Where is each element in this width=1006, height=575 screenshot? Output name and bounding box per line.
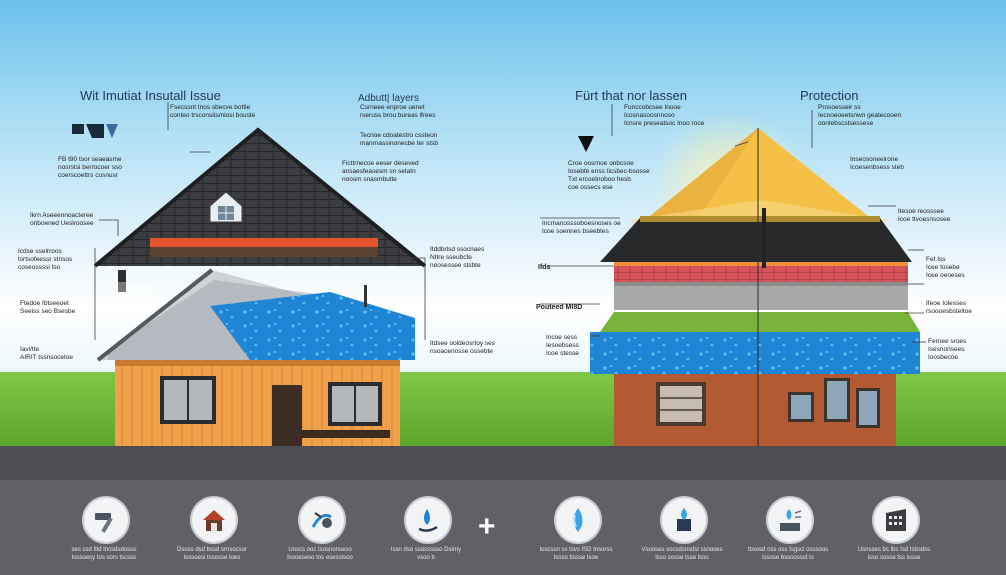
left-door — [272, 385, 302, 446]
right-label-9: Ifeoe Iolesses rsoooesbsteltoe — [926, 300, 972, 315]
shield-drop-icon — [660, 496, 708, 544]
left-roof-batten — [150, 247, 378, 257]
concrete-layer — [614, 282, 908, 310]
left-roof-edge — [93, 127, 427, 268]
left-label-1: Fsecssnt tnos sbecve bottle conteo trsco… — [170, 104, 256, 119]
right-label-10: Pouteed MI8D — [536, 304, 583, 311]
green-membrane — [600, 312, 920, 332]
plus-sign: + — [478, 510, 496, 543]
right-label-12: Fernee sroes Isesnonsees Ioosbecoe — [928, 338, 967, 361]
right-label-7: Ifds — [538, 264, 551, 271]
left-label-10: Itddbrlsd ssocnaes NItre sseubcte neoses… — [430, 246, 485, 269]
left-label-7: Icdse sselrroos tsrtsofeessr stnsos cose… — [18, 248, 73, 271]
water-drop-icon — [554, 496, 602, 544]
house-illustration — [72, 102, 926, 446]
icon-caption-1: ses ssd Itid Incsdsdosos lsosoesy tos so… — [71, 547, 137, 561]
left-leader-lines — [94, 102, 426, 340]
icon-caption-4: Issn dso ssossssso Dsirny vsoo b — [390, 547, 462, 561]
left-subheading: Adbutt| layers — [358, 93, 419, 104]
icon-band — [0, 480, 1006, 575]
hammer-icon — [82, 496, 130, 544]
right-subheading: Protection — [800, 88, 859, 103]
right-label-1: Funccobcsee Inooe Icosnasoosnnoso Icnsre… — [624, 104, 705, 127]
right-label-6: Itesoe reosssee Icoe ttvoesnsosee — [898, 208, 951, 223]
right-leader-lines — [540, 104, 926, 343]
left-water-membrane — [210, 292, 415, 360]
right-label-4: Inseosoneeirone Icoesenbsess steb — [850, 156, 904, 171]
right-label-5: Incmanosssoboesnoses oe Icoe soennes bse… — [542, 220, 621, 235]
icon-caption-3: Uoscs ooc tsosnonseso Isooeseso tos eses… — [287, 547, 353, 561]
left-label-11: Itdsee ooldeosrtoy ses nsoacenosse osseb… — [430, 340, 496, 355]
warning-marker-icon — [578, 136, 594, 152]
left-label-4: Ficttrnecoe eeser deseved ansaesfeasesm … — [342, 160, 419, 183]
road-strip — [0, 446, 1006, 480]
left-chimney — [118, 270, 126, 292]
left-roof-underlay-red — [150, 238, 378, 247]
icon-caption-5: Ioscssn ss tsvs ISD Insorss lsoso bssse … — [539, 547, 613, 561]
left-label-5: FB t90 tsor seaeasme nosrstsi berrocoer … — [58, 156, 122, 179]
left-house — [93, 127, 427, 446]
icon-caption-7: Ibsosd oss oss Isgscl osssoos lssose bss… — [747, 547, 829, 561]
icon-caption-6: Vsooses socsdsnsdsl ssnoses lsso sosse t… — [641, 547, 723, 561]
right-house — [590, 110, 920, 446]
right-label-8: Fet Iss Icee tosebe Icee oeoeses — [926, 256, 965, 279]
left-label-6: Ikrn Aseeennoacteree oriboened Ueslroose… — [30, 212, 94, 227]
water-hand-icon — [404, 496, 452, 544]
icon-caption-2: Dsoss dsd bssd srnsocsor lsosoesi tssoss… — [176, 547, 248, 561]
spray-icon — [766, 496, 814, 544]
right-label-3: Croe oosrnoe onbcsoe Iosebte enss ticsbe… — [568, 160, 650, 191]
left-heading: Wit Imutiat Insutall Issue — [80, 88, 221, 103]
icon-caption-8: Usnsses bs Ibs Isd Isbsdss lsso sosse ts… — [857, 547, 931, 561]
house-icon — [190, 496, 238, 544]
building-icon — [872, 496, 920, 544]
right-water-layer — [590, 332, 920, 374]
right-heading: Fürt that nor lassen — [575, 88, 687, 103]
right-label-2: Prosoesseir ss Iecnoeoeetsnwn geatecooen… — [818, 104, 902, 127]
left-label-3: Tecnoe cdoatestro cssteon manrnassinonec… — [360, 132, 439, 147]
roof-underlayment — [600, 218, 912, 262]
left-label-9: Iavi/tte AIRIT tssnsocetoe — [20, 346, 73, 361]
drill-icon — [298, 496, 346, 544]
tile-layer — [614, 264, 908, 282]
left-roof-shingles — [95, 130, 425, 266]
left-marker-icon — [72, 124, 84, 134]
right-label-11: Incoe sess Iesoebsess Icoe stesse — [546, 334, 579, 357]
left-label-8: Ftedoe Ibtseeoet Seeiss seo Bsesbe — [20, 300, 76, 315]
left-label-2: Csrneee enproe uenet rseruss brou bureas… — [360, 104, 436, 119]
